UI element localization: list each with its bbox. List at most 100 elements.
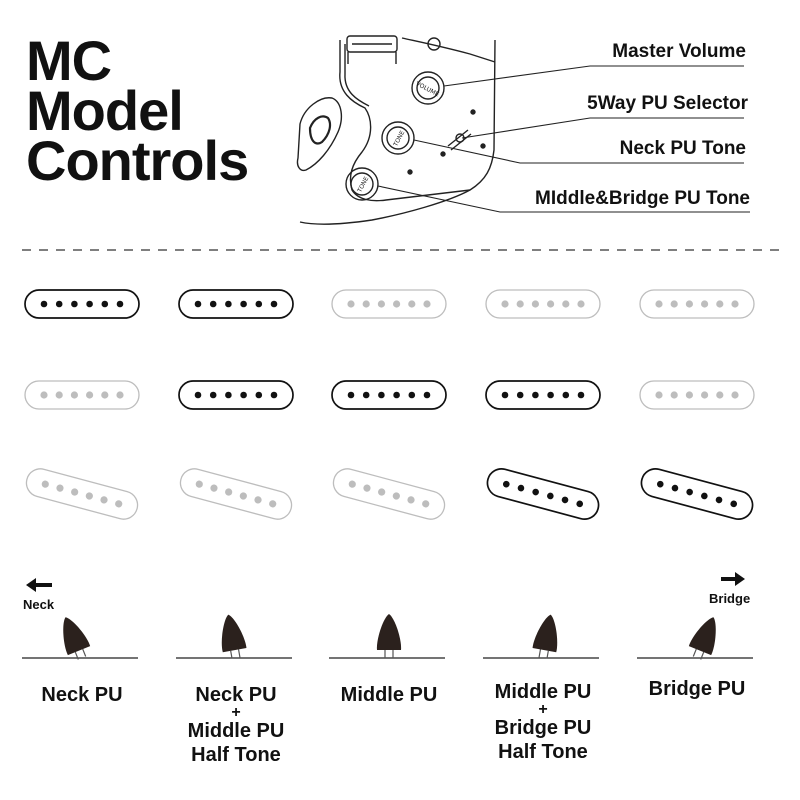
neck-tone-knob-cap [386,126,410,150]
pole-piece [670,300,678,308]
pickup-cover [178,289,294,319]
pole-piece [348,480,356,488]
pole-piece [531,300,540,308]
pole-piece [547,492,554,500]
pole-piece [577,300,585,308]
master-volume-knob-cap [416,76,440,100]
pole-piece [116,300,124,308]
position-label-line: Neck PU [41,684,123,706]
pole-piece [209,391,217,399]
pole-piece [532,391,539,399]
pole-piece [502,480,510,488]
pole-piece [562,391,570,399]
pickup-neck-pos-2 [178,289,294,319]
title-line-2: Model [26,79,184,142]
title-line-1: MC [26,29,112,92]
pole-piece [101,391,109,399]
pickup-middle-pos-3 [331,380,447,410]
pole-piece [715,496,723,504]
pole-piece [655,391,663,399]
pickup-bridge-pos-1 [25,468,139,520]
pickup-neck-pos-5 [639,289,755,319]
position-label-line: Half Tone [191,744,281,766]
pickguard-screw [440,151,446,157]
direction-label-neck: Neck [23,597,55,612]
pickup-cover-top [346,35,398,64]
pole-piece [40,300,48,308]
pole-piece [55,300,63,308]
callout-neck-tone: Neck PU Tone [619,138,746,159]
pole-piece [407,496,415,504]
pole-piece [116,391,124,399]
title-line-3: Controls [26,129,249,192]
pole-piece [115,500,123,508]
pole-piece [270,300,278,308]
pole-piece [71,300,78,308]
pole-piece [423,300,431,308]
lever-shaft [74,648,87,660]
pickguard-screw [470,109,476,115]
position-label-1: Neck PU [7,683,157,707]
pole-piece [362,391,370,399]
pole-piece [40,391,48,399]
lever-tip [688,617,716,656]
selector-switch-slot [447,129,472,151]
selector-lever-pos-3 [329,614,445,659]
position-label-line: Middle PU [340,684,438,706]
pole-piece [210,484,218,492]
pickup-middle-pos-1 [24,380,140,410]
pole-piece [195,480,203,488]
pole-piece [577,391,585,399]
pickup-cover [178,380,294,410]
bridge-pickup-mount [347,52,397,64]
pole-piece [516,391,524,399]
pickup-bridge-pos-5 [640,468,754,520]
selector-lever-pos-4 [483,614,599,659]
pole-piece [392,492,400,500]
pole-piece [547,300,555,308]
position-label-line: Middle PU [187,720,285,742]
pickup-neck-pos-4 [485,289,601,319]
lever-tip [63,617,91,656]
position-label-line: + [231,704,241,721]
leader-5way-selector [461,117,744,139]
pole-piece [670,391,678,399]
pole-piece [501,391,509,399]
pole-piece [255,300,263,308]
pole-piece [377,300,385,308]
pole-piece [225,488,233,496]
middle-bridge-tone-knob-cap [350,172,374,196]
pole-piece [701,492,708,500]
selector-lever-pos-1 [22,617,138,660]
output-jack-detail [308,115,332,145]
lever-tip-icon [63,617,91,660]
left-arrow-icon [26,578,52,592]
pickup-neck-pos-1 [24,289,140,319]
position-label-line: Bridge PU [648,678,746,700]
pole-piece [270,391,278,399]
pole-piece [194,391,202,399]
pole-piece [716,300,724,308]
pole-piece [239,492,247,500]
pole-piece [71,488,79,496]
middle-bridge-tone-knob-text: TONE [356,176,371,195]
position-label-line: + [538,701,548,718]
lever-tip-icon [532,614,558,659]
callout-5way-selector: 5Way PU Selector [587,93,748,114]
pole-piece [423,391,431,399]
pole-piece [393,300,401,308]
pole-piece [716,391,724,399]
pickguard-screw [407,169,413,175]
pickup-bridge-pos-4 [486,468,600,520]
pole-piece [240,300,247,308]
pickup-cover [639,289,755,319]
pickup-cover [25,468,139,520]
pickup-cover [24,380,140,410]
lever-tip-icon [376,614,402,658]
leader-middle-bridge-tone [377,185,750,213]
pole-piece [576,500,584,508]
pickup-neck-pos-3 [331,289,447,319]
pole-piece [685,300,694,308]
pole-piece [501,300,509,308]
neck-tone-knob-text: TONE [392,130,407,149]
